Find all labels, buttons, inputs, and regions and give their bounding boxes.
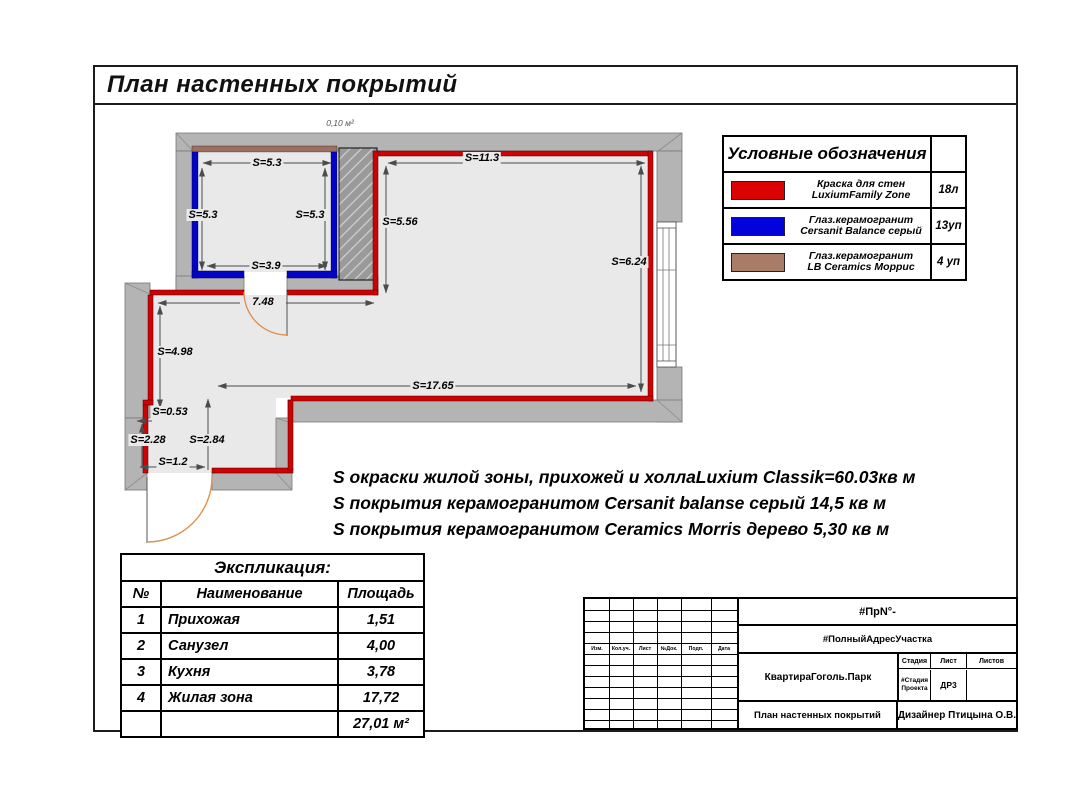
table-row: 4 Жилая зона 17,72 (122, 686, 423, 712)
col-header-num: № (122, 582, 162, 606)
area-note: 0,10 м² (326, 118, 354, 128)
legend-label-2: LuxiumFamily Zone (811, 189, 911, 201)
legend-qty: 13уп (930, 209, 965, 243)
table-row: 3 Кухня 3,78 (122, 660, 423, 686)
explication-table: Экспликация: № Наименование Площадь 1 Пр… (120, 553, 425, 738)
red-swatch (731, 180, 785, 200)
legend-label-2: LB Ceramics Моррис (807, 261, 915, 273)
blue-swatch (731, 216, 785, 236)
legend-label: Краска для стен (816, 177, 906, 190)
explication-header-row: № Наименование Площадь (122, 582, 423, 608)
dim-bath-bottom: S=3.9 (249, 260, 283, 272)
dim-vest-bottom: S=1.2 (156, 456, 190, 468)
cell-area: 1,51 (366, 612, 396, 628)
total-row: 27,01 м² (122, 712, 423, 736)
cell-area: 17,72 (362, 690, 400, 706)
cell-area: 3,78 (366, 664, 396, 680)
title-bar (93, 65, 1018, 105)
dim-step: S=0.53 (150, 406, 190, 418)
designer-name: Дизайнер Птицына О.В. (897, 709, 1016, 721)
col-header-name: Наименование (162, 582, 339, 606)
cell-name: Санузел (162, 634, 339, 658)
table-row: 1 Прихожая 1,51 (122, 608, 423, 634)
dim-vest-left: S=2.28 (128, 434, 168, 446)
legend-header-row: Условные обозначения (724, 137, 965, 173)
dim-main-left: S=5.56 (380, 216, 420, 228)
gh-podp: Подп. (688, 645, 704, 652)
sheets-label: Листов (978, 657, 1005, 665)
cell-num: 2 (122, 634, 162, 658)
brown-tile-strip (191, 145, 338, 153)
explication-title: Экспликация: (122, 555, 423, 582)
dim-bath-right: S=5.3 (293, 209, 327, 221)
dim-main-right: S=6.24 (609, 256, 649, 268)
entrance-door (146, 476, 213, 543)
legend-title: Условные обозначения (727, 144, 927, 163)
project-number: #ПрN°- (739, 599, 1016, 626)
drawing-name: План настенных покрытий (739, 702, 898, 728)
dim-main-top: S=11.3 (462, 152, 502, 164)
sheet-label: Лист (931, 654, 967, 668)
cell-name: Жилая зона (162, 686, 339, 710)
sheet-value: ДР3 (931, 669, 967, 700)
stage-label: Стадия (899, 654, 931, 668)
legend-label: Глаз.керамогранит (808, 249, 914, 262)
cell-name-empty (162, 712, 339, 736)
cell-name: Прихожая (162, 608, 339, 632)
area-notes: S окраски жилой зоны, прихожей и холлаLu… (333, 464, 915, 542)
project-address: #ПолныйАдресУчастка (739, 626, 1016, 654)
dim-main-bottom: S=17.65 (410, 380, 456, 392)
stage-value: #Стадия Проекта (899, 669, 931, 700)
gh-list: Лист (638, 645, 652, 652)
gh-dok: №Док. (660, 645, 678, 652)
floor-areas (147, 153, 652, 473)
cell-area: 4,00 (366, 638, 396, 654)
dim-hall-left: S=4.98 (155, 346, 195, 358)
dim-hall-top: 7.48 (250, 296, 276, 308)
cell-num: 4 (122, 686, 162, 710)
note-line: S окраски жилой зоны, прихожей и холлаLu… (333, 467, 916, 487)
note-line: S покрытия керамогранитом Cersanit balan… (333, 493, 887, 513)
gh-izm: Изм. (591, 645, 603, 652)
title-block: Изм. Кол.уч. Лист №Док. Подп. Дата #ПрN°… (583, 597, 1018, 730)
gh-data: Дата (717, 645, 730, 652)
cell-name: Кухня (162, 660, 339, 684)
dim-vest-right: S=2.84 (187, 434, 227, 446)
legend-qty-header-cell (930, 137, 965, 171)
note-line: S покрытия керамогранитом Ceramics Morri… (333, 519, 890, 539)
cell-num: 1 (122, 608, 162, 632)
sheets-value (967, 670, 1016, 701)
window (656, 221, 677, 368)
wall-joints (124, 132, 683, 491)
table-row: 2 Санузел 4,00 (122, 634, 423, 660)
grid-headers: Изм. Кол.уч. Лист №Док. Подп. Дата (585, 643, 737, 654)
dim-bath-left: S=5.3 (186, 209, 220, 221)
walls (124, 132, 683, 491)
gh-koluch: Кол.уч. (611, 645, 631, 652)
cell-total-area: 27,01 м² (353, 716, 409, 732)
bathroom-door (243, 291, 288, 336)
shaft-hatched (338, 147, 378, 281)
brown-swatch (731, 252, 785, 272)
legend-label-2: Cersanit Balance серый (800, 225, 922, 237)
drawing-frame (93, 65, 1018, 732)
page-title: План настенных покрытий (107, 71, 458, 98)
dim-bath-top: S=5.3 (250, 157, 284, 169)
legend-qty: 4 уп (930, 245, 965, 279)
cell-num: 3 (122, 660, 162, 684)
cell-num-empty (122, 712, 162, 736)
legend-label: Глаз.керамогранит (808, 213, 914, 226)
col-header-area: Площадь (347, 586, 415, 602)
legend-qty: 18л (930, 173, 965, 207)
object-name: КвартираГоголь.Парк (739, 654, 899, 700)
